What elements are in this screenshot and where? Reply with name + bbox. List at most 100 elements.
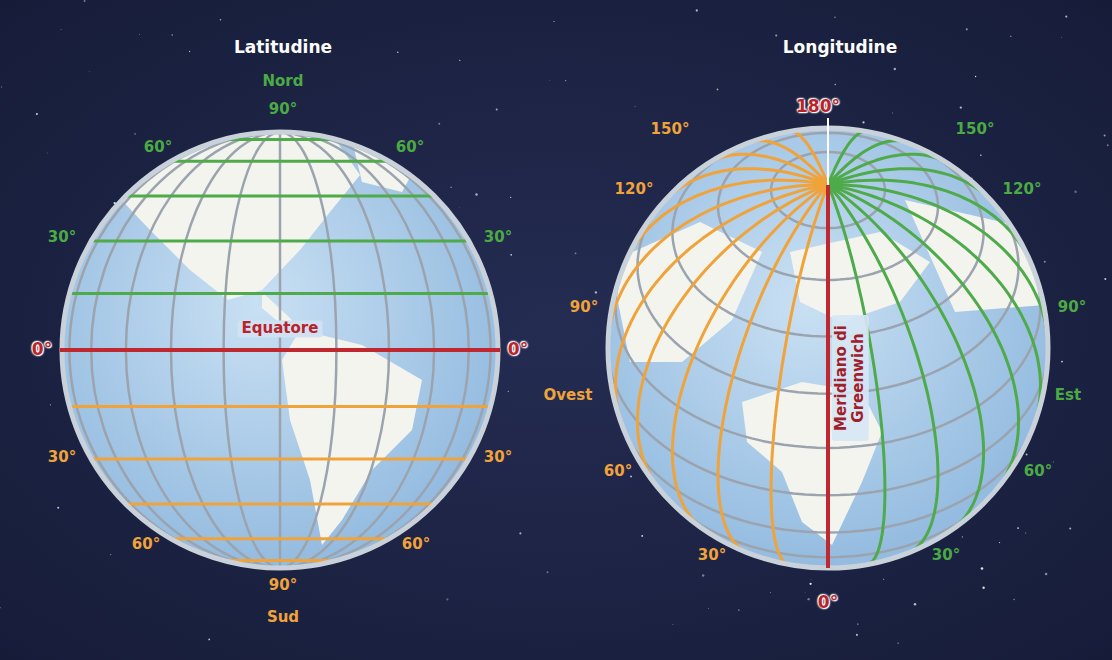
star xyxy=(510,254,512,256)
degree-label: 120° xyxy=(615,181,654,198)
meridian-line xyxy=(828,185,1019,490)
star xyxy=(738,609,740,611)
star xyxy=(702,574,704,576)
star xyxy=(634,106,635,107)
star xyxy=(208,638,210,640)
meridian-label: Meridiano di Greenwich xyxy=(832,315,869,441)
globe-longitude xyxy=(608,128,1048,568)
star xyxy=(1017,527,1019,529)
degree-label: 0° xyxy=(818,593,838,613)
degree-label: 30° xyxy=(484,229,512,246)
star xyxy=(672,624,673,625)
star xyxy=(696,9,698,11)
star xyxy=(999,542,1000,543)
star xyxy=(510,197,511,198)
meridian-line xyxy=(718,185,828,554)
star xyxy=(1074,191,1077,194)
degree-label: 30° xyxy=(484,449,512,466)
star xyxy=(1010,35,1011,36)
stars xyxy=(0,0,1109,644)
star xyxy=(1025,532,1026,533)
star xyxy=(595,291,597,293)
parallel-line xyxy=(57,405,503,408)
antimeridian-line xyxy=(827,118,829,185)
meridian-line xyxy=(828,169,993,203)
star xyxy=(220,19,222,21)
star xyxy=(1013,599,1014,600)
grid-lines xyxy=(57,132,503,568)
star xyxy=(475,193,477,195)
meridian-line xyxy=(638,185,829,490)
meridian-line xyxy=(828,131,866,184)
star xyxy=(892,112,894,114)
degree-label: 180° xyxy=(796,97,840,117)
star xyxy=(717,89,719,91)
star xyxy=(835,84,836,85)
degree-label: 60° xyxy=(144,139,172,156)
star xyxy=(459,60,460,61)
star xyxy=(975,76,976,77)
star xyxy=(496,109,498,111)
star xyxy=(1061,36,1063,38)
star xyxy=(459,207,461,209)
degree-label: 150° xyxy=(956,121,995,138)
globe-title: Longitudine xyxy=(783,38,897,58)
star xyxy=(980,154,981,155)
degree-label: 150° xyxy=(651,121,690,138)
star xyxy=(1044,261,1046,263)
star xyxy=(60,28,62,30)
meridian-line xyxy=(828,185,984,531)
degree-label: Equatore xyxy=(238,320,323,337)
star xyxy=(982,587,984,589)
star xyxy=(856,634,858,636)
equator-line xyxy=(60,348,500,352)
degree-label: 90° xyxy=(269,577,297,594)
star xyxy=(981,567,984,570)
star xyxy=(546,571,548,573)
degree-label: 30° xyxy=(48,449,76,466)
star xyxy=(171,34,173,36)
star xyxy=(862,121,864,123)
degree-label: 90° xyxy=(269,101,297,118)
star xyxy=(446,598,448,600)
star xyxy=(36,113,38,115)
parallel-line xyxy=(57,138,503,141)
star xyxy=(962,536,963,537)
star xyxy=(1045,573,1048,576)
star xyxy=(1026,453,1028,455)
star xyxy=(189,51,190,52)
degree-label: 0° xyxy=(508,340,528,360)
degree-label: Sud xyxy=(267,609,299,626)
meridian-line xyxy=(672,185,828,531)
degree-label: 90° xyxy=(570,299,598,316)
degree-label: 60° xyxy=(402,536,430,553)
star xyxy=(641,535,643,537)
star xyxy=(807,598,809,600)
star xyxy=(894,68,896,70)
star xyxy=(508,391,509,392)
star xyxy=(84,0,86,2)
star xyxy=(770,592,771,593)
star xyxy=(834,17,835,18)
star xyxy=(898,643,899,644)
meridian-line xyxy=(828,141,907,185)
star xyxy=(1069,528,1071,530)
degree-label: Ovest xyxy=(544,387,593,404)
parallel-line xyxy=(57,240,503,243)
degree-label: 60° xyxy=(132,536,160,553)
star xyxy=(1053,461,1054,462)
star xyxy=(110,554,111,555)
star xyxy=(1,86,3,88)
star xyxy=(883,579,884,580)
star xyxy=(1104,135,1106,137)
degree-label: Est xyxy=(1055,387,1081,404)
meridian-line xyxy=(828,180,1032,266)
star xyxy=(707,608,709,610)
star xyxy=(960,106,962,108)
star xyxy=(88,70,90,72)
degree-label: 60° xyxy=(604,463,632,480)
parallel-line xyxy=(57,537,503,540)
parallel-line xyxy=(57,559,503,562)
star xyxy=(1065,16,1067,18)
